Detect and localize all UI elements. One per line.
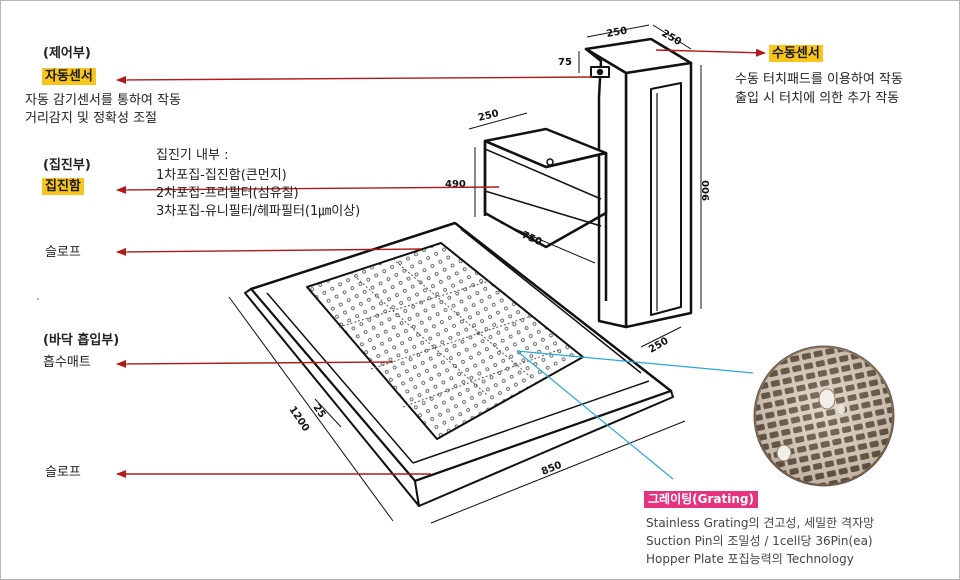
floor-heading: (바닥 흡입부) (43, 333, 120, 348)
manual-sensor-badge: 수동센서 (769, 45, 823, 62)
grating-badge: 그레이팅(Grating) (644, 491, 758, 508)
control-badge: 자동센서 (42, 68, 96, 85)
dust-collector-box (483, 127, 608, 301)
grating-line-3: Hopper Plate 포집능력의 Technology (646, 552, 854, 566)
manual-sensor-desc-1: 수동 터치패드를 이용하여 작동 (735, 72, 903, 87)
dust-item-3: 3차포집-유니필터/헤파필터(1㎛이상) (156, 204, 361, 219)
manual-sensor-desc-2: 출입 시 터치에 의한 추가 작동 (735, 91, 900, 106)
dim-box-w: 250 (477, 108, 500, 124)
slope-top-label: 슬로프 (45, 245, 81, 260)
dim-top-a: 250 (606, 25, 629, 39)
dim-slope-w: 25 (311, 403, 328, 421)
dim-column-h: 900 (701, 180, 712, 201)
dust-inside-title: 집진기 내부 : (156, 148, 229, 163)
grating-closeup-image (753, 345, 895, 487)
dim-column-d: 250 (647, 336, 671, 356)
dim-box-h: 490 (445, 179, 466, 190)
dim-box-d: 750 (520, 230, 544, 249)
dust-heading: (집진부) (43, 158, 91, 173)
dimension-lines (228, 24, 702, 524)
control-desc-2: 거리감지 및 정확성 조절 (25, 111, 157, 126)
dim-base-l: 1200 (287, 405, 312, 434)
grating-line-2: Suction Pin의 조밀성 / 1cell당 36Pin(ea) (646, 534, 873, 548)
mat-label: 흡수매트 (43, 355, 91, 370)
dust-badge: 집진함 (42, 178, 84, 195)
control-heading: (제어부) (43, 46, 91, 61)
dim-base-w: 850 (540, 460, 564, 478)
grating-callout-lines (516, 350, 754, 480)
dim-sensor-h: 75 (558, 57, 572, 68)
callout-arrows (116, 48, 766, 478)
grating-line-1: Stainless Grating의 견고성, 세밀한 격자망 (646, 516, 875, 530)
floor-base (244, 221, 674, 507)
dust-item-1: 1차포집-집진함(큰먼지) (156, 168, 287, 183)
dust-item-2: 2차포집-프리필터(섬유질) (156, 186, 299, 201)
sensor-column (584, 37, 693, 329)
control-desc-1: 자동 감기센서를 통하여 작동 (25, 93, 181, 108)
slope-bottom-label: 슬로프 (45, 465, 81, 480)
